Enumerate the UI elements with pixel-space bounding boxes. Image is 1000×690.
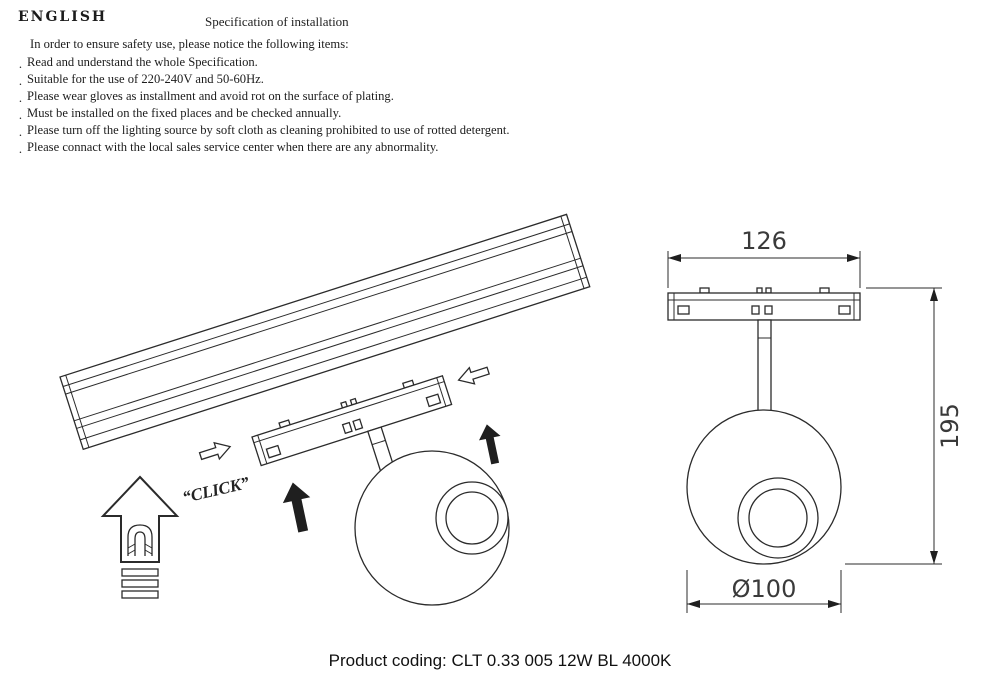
push-arrow-right-icon <box>478 424 501 465</box>
lamp-lens-inner <box>748 488 808 548</box>
instruction-item: . Suitable for the use of 220-240V and 50… <box>14 71 674 88</box>
instruction-text: Please wear gloves as installment and av… <box>27 89 394 103</box>
instruction-item: . Read and understand the whole Specifica… <box>14 54 674 71</box>
instruction-text: Must be installed on the fixed places an… <box>27 106 342 120</box>
dimension-height: 195 <box>845 287 964 565</box>
fixture-front-view <box>667 287 861 565</box>
instruction-item: . Must be installed on the fixed places a… <box>14 105 674 122</box>
push-arrow-left-icon <box>282 482 311 533</box>
instruction-item: . Please wear gloves as installment and a… <box>14 88 674 105</box>
slide-arrow-left-icon <box>198 441 232 461</box>
bullet: . <box>18 74 23 88</box>
instruction-text: Please turn off the lighting source by s… <box>27 123 510 137</box>
instruction-item: . Please connact with the local sales ser… <box>14 139 674 156</box>
instruction-text: Read and understand the whole Specificat… <box>27 55 258 69</box>
language-label: ENGLISH <box>18 9 108 25</box>
dimension-diameter: Ø100 <box>686 570 842 613</box>
dim-diameter-label: Ø100 <box>732 575 797 603</box>
bullet: . <box>18 91 23 105</box>
instructions-list: . Read and understand the whole Specifica… <box>14 54 674 156</box>
bullet: . <box>18 125 23 139</box>
dim-height-label: 195 <box>936 403 964 449</box>
track-rail <box>59 213 591 451</box>
instruction-text: Please connact with the local sales serv… <box>27 140 439 154</box>
track-adapter <box>251 375 453 476</box>
lamp-head-left <box>354 450 510 606</box>
instruction-item: . Please turn off the lighting source by … <box>14 122 674 139</box>
bullet: . <box>18 57 23 71</box>
bullet: . <box>18 108 23 122</box>
lamp-stem-front <box>757 319 772 416</box>
product-coding: Product coding: CLT 0.33 005 12W BL 4000… <box>328 651 672 670</box>
slide-arrow-right-icon <box>457 366 491 385</box>
lamp-lens-outer <box>737 477 819 559</box>
bullet: . <box>18 142 23 156</box>
page-title: Specification of installation <box>205 14 349 29</box>
instructions-intro: In order to ensure safety use, please no… <box>30 37 349 51</box>
click-label: “CLICK” <box>181 473 252 507</box>
adapter-plate-front <box>667 292 861 321</box>
instruction-text: Suitable for the use of 220-240V and 50-… <box>27 72 264 86</box>
dimension-width: 126 <box>667 227 861 288</box>
safety-instructions: In order to ensure safety use, please no… <box>14 36 674 156</box>
magnet-icon <box>100 475 180 599</box>
dim-width-label: 126 <box>741 227 787 255</box>
